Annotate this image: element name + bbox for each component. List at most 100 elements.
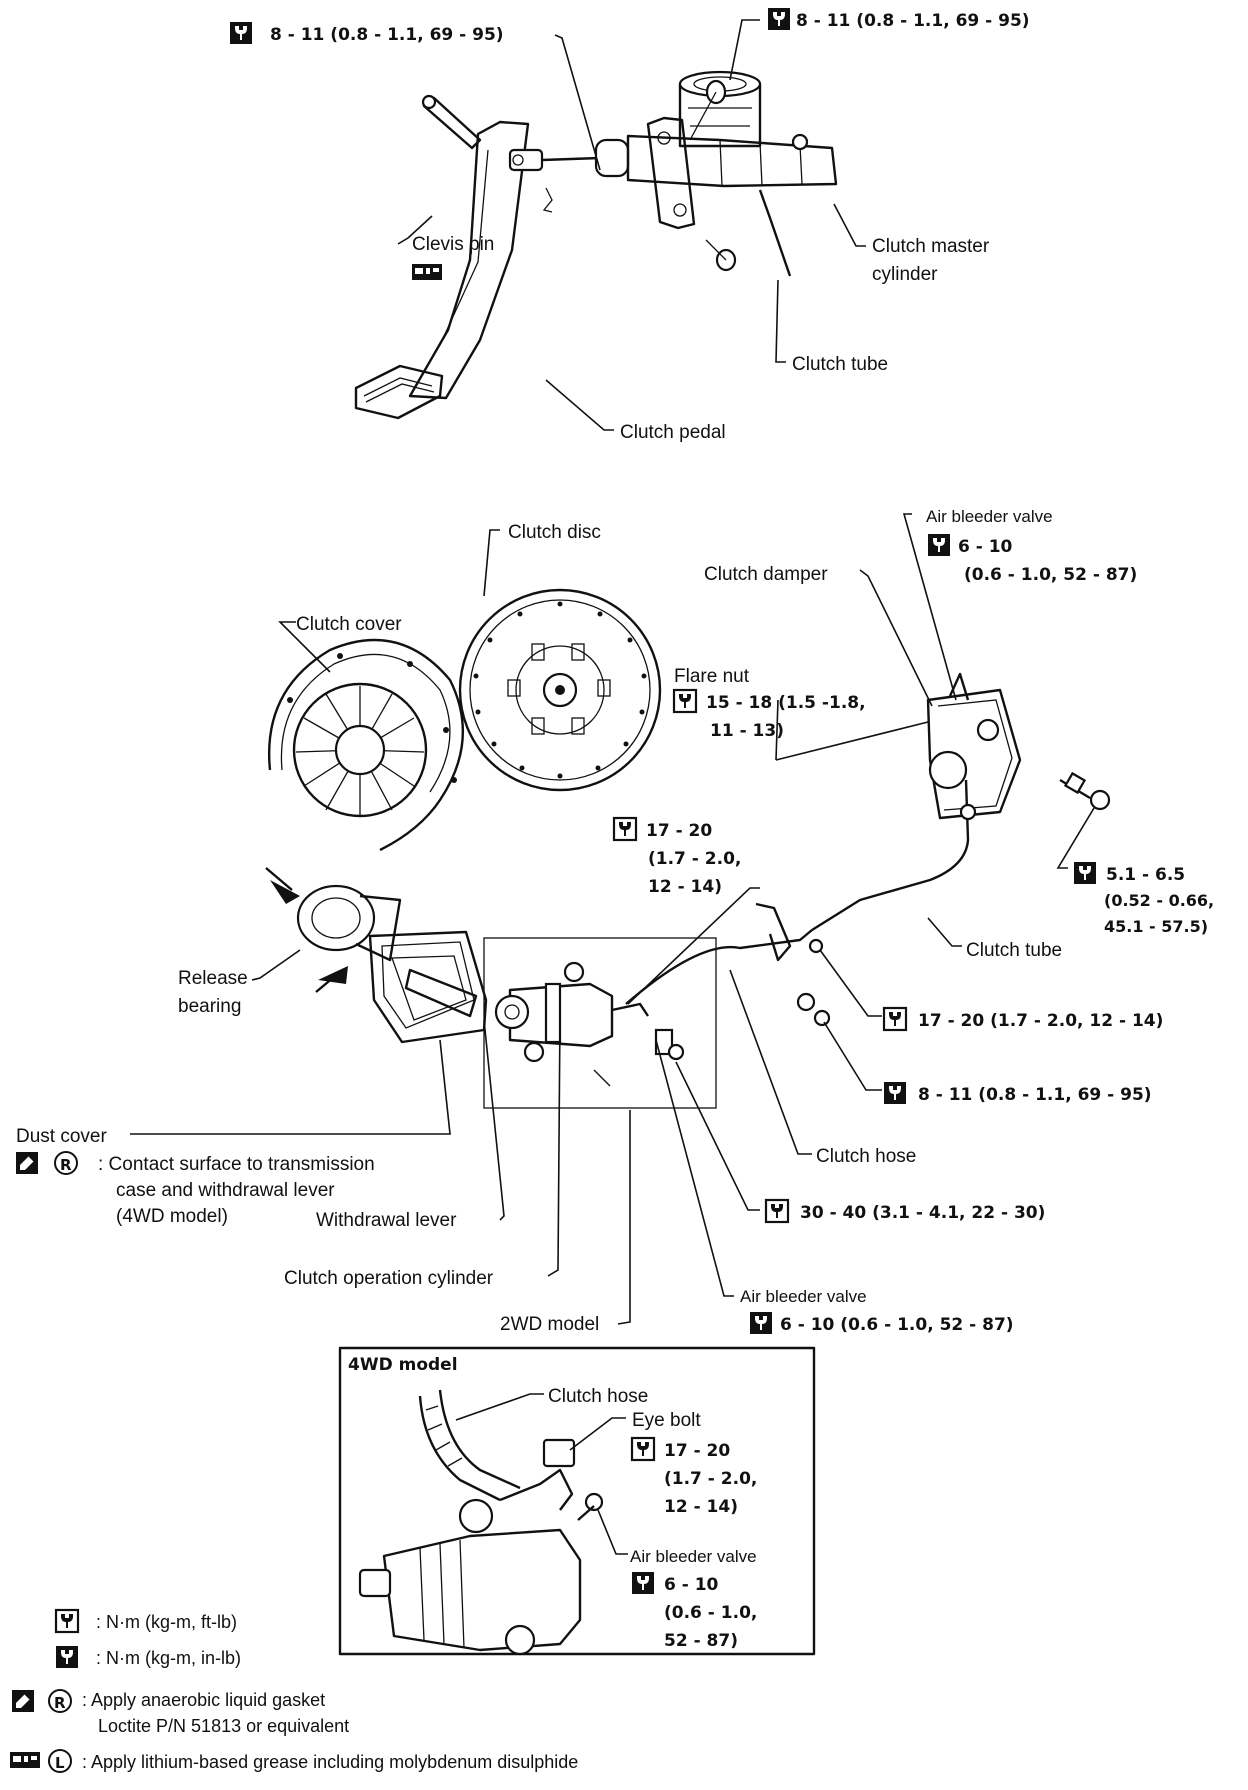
label-release-bearing-line2: bearing <box>178 996 241 1017</box>
label-master-cylinder-line2: cylinder <box>872 264 938 285</box>
svg-text:R: R <box>54 1694 66 1712</box>
torque-ftlb-icon <box>882 1006 908 1032</box>
dust-cover-withdrawal-lever <box>368 930 488 1044</box>
inset-4wd-box <box>338 1346 816 1656</box>
label-dust-cover: Dust cover <box>16 1126 107 1147</box>
label-flare-nut: Flare nut <box>674 666 750 687</box>
label-clutch-tube-lower: Clutch tube <box>966 940 1062 961</box>
leader-clutch-damper <box>859 569 933 707</box>
spec-damper-bolt-line3: 45.1 - 57.5) <box>1104 917 1208 936</box>
leader-inset-hose <box>455 1393 544 1421</box>
spec-damper-bolt-line2: (0.52 - 0.66, <box>1104 891 1214 910</box>
label-clutch-disc: Clutch disc <box>508 522 601 543</box>
leader-clutch-tube-upper <box>775 279 786 363</box>
leader-master-cylinder <box>833 203 866 247</box>
label-clutch-tube-upper: Clutch tube <box>792 354 888 375</box>
clutch-hose <box>625 929 813 1005</box>
legend: : N·m (kg-m, ft-lb) : N·m (kg-m, in-lb) … <box>10 1608 578 1773</box>
label-2wd-model: 2WD model <box>500 1314 599 1335</box>
leader-withdrawal-lever <box>483 1019 505 1221</box>
label-contact-surface-line1: : Contact surface to transmission <box>98 1154 375 1175</box>
leader-flare-nut <box>775 699 929 761</box>
inset-label-clutch-hose: Clutch hose <box>548 1386 648 1407</box>
inset-spec-eye-line2: (1.7 - 2.0, <box>664 1469 757 1489</box>
torque-ftlb-icon <box>612 816 638 842</box>
leader-damper-bolt <box>1056 807 1095 869</box>
spec-flare-nut-line2: 11 - 13) <box>710 721 784 741</box>
torque-inlb-icon <box>1074 862 1096 884</box>
spec-hose-cyl-line2: (1.7 - 2.0, <box>648 849 741 869</box>
spec-pedal-clevis: 8 - 11 (0.8 - 1.1, 69 - 95) <box>270 25 504 45</box>
leader-clutch-cover <box>278 621 331 673</box>
spec-damper-bleeder-line2: (0.6 - 1.0, 52 - 87) <box>964 565 1137 585</box>
liquid-gasket-icon <box>15 1151 39 1175</box>
inset-4wd-title: 4WD model <box>348 1355 458 1375</box>
leader-release-bearing <box>251 949 301 981</box>
spec-damper-bleeder-line1: 6 - 10 <box>958 537 1013 557</box>
leader-inset-eye-bolt <box>569 1417 626 1451</box>
clutch-operation-cylinder-2wd <box>494 961 685 1087</box>
torque-inlb-icon <box>884 1082 906 1104</box>
label-air-bleeder-cyl: Air bleeder valve <box>740 1287 867 1306</box>
label-clevis-pin: Clevis pin <box>412 234 494 255</box>
legend-grease: : Apply lithium-based grease including m… <box>82 1752 578 1772</box>
leader-clutch-tube-lower <box>927 917 962 947</box>
torque-inlb-icon <box>750 1312 772 1334</box>
label-release-bearing-line1: Release <box>178 968 248 989</box>
label-withdrawal-lever: Withdrawal lever <box>316 1210 457 1231</box>
label-contact-surface-line2: case and withdrawal lever <box>116 1180 335 1201</box>
grease-icon <box>412 264 442 280</box>
label-clutch-hose: Clutch hose <box>816 1146 916 1167</box>
torque-wrench-open-icon <box>54 1608 80 1634</box>
leader-master-spec <box>729 19 760 81</box>
spec-hose-cyl-line3: 12 - 14) <box>648 877 722 897</box>
clutch-master-cylinder <box>594 70 838 277</box>
pedal-assembly <box>354 94 601 420</box>
torque-ftlb-icon <box>630 1436 656 1462</box>
circled-r-icon: R <box>48 1689 72 1713</box>
label-air-bleeder-damper: Air bleeder valve <box>926 507 1053 526</box>
leader-pedal-spec <box>554 34 601 171</box>
inset-label-eye-bolt: Eye bolt <box>632 1410 701 1431</box>
leader-clutch-disc <box>483 529 500 597</box>
label-contact-surface-line3: (4WD model) <box>116 1206 228 1227</box>
inset-spec-bleeder-line2: (0.6 - 1.0, <box>664 1603 757 1623</box>
spec-bracket-nut: 17 - 20 (1.7 - 2.0, 12 - 14) <box>918 1011 1163 1031</box>
legend-torque-ftlb: : N·m (kg-m, ft-lb) <box>96 1612 237 1632</box>
inset-spec-bleeder-line3: 52 - 87) <box>664 1631 738 1651</box>
label-operation-cylinder: Clutch operation cylinder <box>284 1268 494 1289</box>
leader-inset-bleeder <box>597 1509 628 1555</box>
legend-torque-inlb: : N·m (kg-m, in-lb) <box>96 1648 241 1668</box>
leader-2wd-model <box>617 1110 631 1325</box>
liquid-gasket-icon <box>11 1689 35 1713</box>
torque-inlb-icon <box>768 8 790 30</box>
leader-hose-cyl-spec <box>627 887 760 1005</box>
legend-gasket-line1: : Apply anaerobic liquid gasket <box>82 1690 325 1710</box>
inset-spec-bleeder-line1: 6 - 10 <box>664 1575 719 1595</box>
torque-wrench-filled-icon <box>56 1646 78 1668</box>
inset-spec-eye-line1: 17 - 20 <box>664 1441 730 1461</box>
leader-cyl-bolt <box>675 1061 760 1211</box>
label-clutch-cover: Clutch cover <box>296 614 402 635</box>
clutch-operation-cylinder-4wd <box>358 1389 604 1656</box>
leader-air-bleeder-cyl <box>655 1039 734 1297</box>
leader-bracket-bolt <box>823 1021 882 1091</box>
inset-spec-eye-line3: 12 - 14) <box>664 1497 738 1517</box>
label-clutch-pedal: Clutch pedal <box>620 422 726 443</box>
torque-inlb-icon <box>632 1572 654 1594</box>
circled-l-icon: L <box>48 1749 72 1773</box>
torque-ftlb-icon <box>764 1198 790 1224</box>
spec-bracket-bolt: 8 - 11 (0.8 - 1.1, 69 - 95) <box>918 1085 1152 1105</box>
label-clutch-damper: Clutch damper <box>704 564 828 585</box>
torque-ftlb-icon <box>672 688 698 714</box>
spec-damper-bolt-line1: 5.1 - 6.5 <box>1106 865 1185 885</box>
hose-bracket <box>755 902 831 1027</box>
grease-icon <box>10 1752 40 1768</box>
release-bearing <box>265 867 402 993</box>
clutch-cover <box>268 638 465 852</box>
leader-clutch-hose <box>729 969 812 1155</box>
leader-clutch-pedal <box>545 379 614 431</box>
clutch-disc <box>458 588 662 792</box>
leader-air-bleeder-damper <box>902 513 957 701</box>
